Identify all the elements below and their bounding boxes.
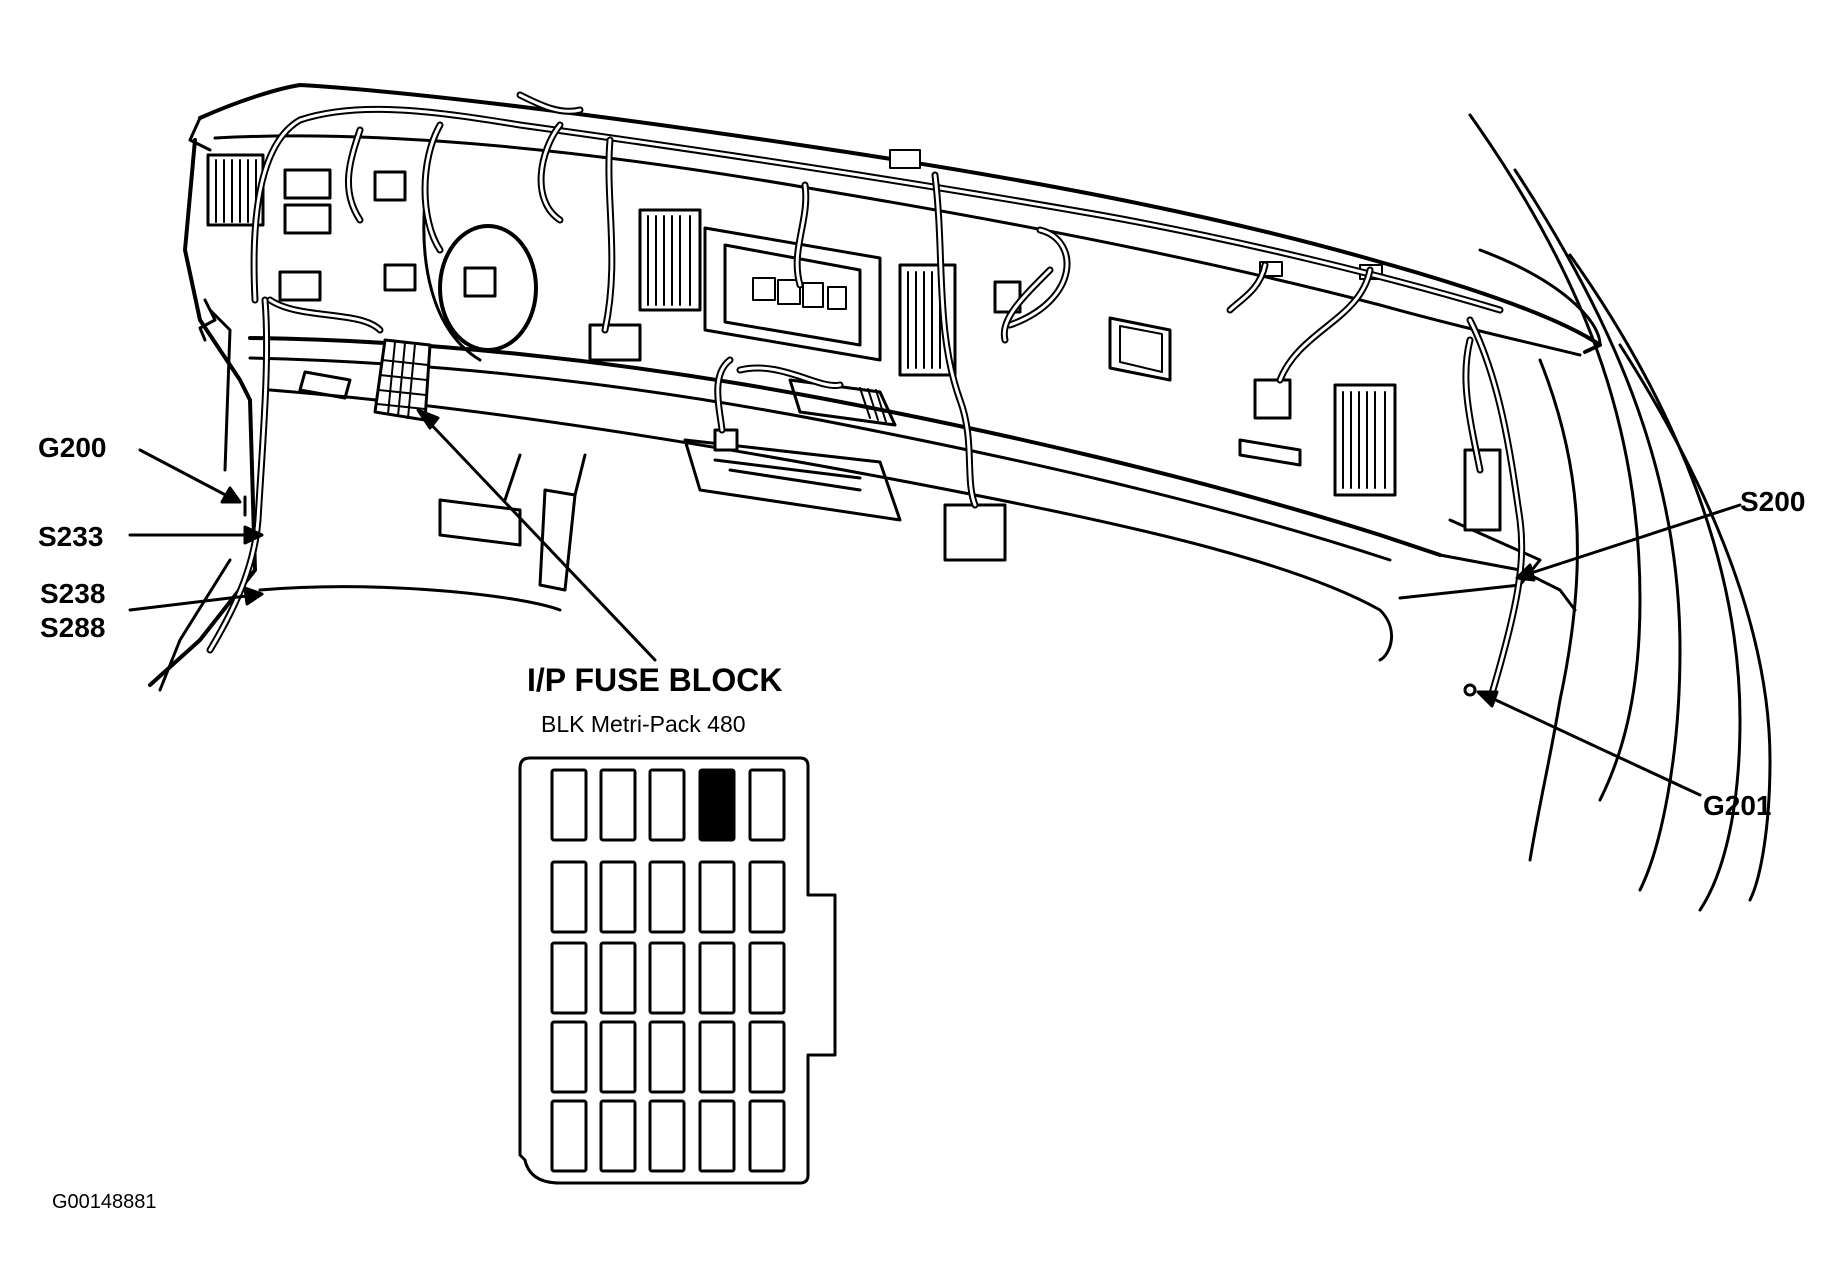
fuse-block-subtitle: BLK Metri-Pack 480 <box>541 711 746 737</box>
leader-lines <box>128 408 1742 797</box>
fuse-cell <box>698 1020 736 1094</box>
fuse-cells <box>550 768 786 1173</box>
fuse-cell <box>599 941 637 1015</box>
label-g201: G201 <box>1703 790 1772 821</box>
fuse-cell <box>748 860 786 934</box>
fuse-cell <box>648 860 686 934</box>
label-s238: S238 <box>40 578 106 609</box>
fuse-cell <box>550 1020 588 1094</box>
fuse-cell <box>748 1020 786 1094</box>
fuse-cell <box>550 1099 588 1173</box>
fuse-block-detail <box>518 756 837 1185</box>
fuse-cell <box>648 1020 686 1094</box>
wire-harness <box>206 91 1526 704</box>
fuse-cell <box>648 768 686 842</box>
fuse-cell <box>599 1020 637 1094</box>
label-s288: S288 <box>40 612 106 643</box>
fuse-cell <box>599 1099 637 1173</box>
fuse-cell-highlighted <box>698 768 736 842</box>
image-id: G00148881 <box>52 1191 157 1213</box>
fuse-cell <box>748 768 786 842</box>
fuse-cell <box>748 1099 786 1173</box>
fuse-cell <box>550 941 588 1015</box>
fuse-cell <box>599 768 637 842</box>
fuse-cell <box>698 860 736 934</box>
label-s233: S233 <box>38 521 104 552</box>
fuse-cell <box>698 1099 736 1173</box>
fuse-cell <box>648 1099 686 1173</box>
air-vents <box>206 153 1397 497</box>
fuse-cell <box>698 941 736 1015</box>
fuse-cell <box>748 941 786 1015</box>
label-g200: G200 <box>38 432 107 463</box>
label-s200: S200 <box>1740 486 1806 517</box>
fuse-block-icon <box>373 338 432 422</box>
dashboard-outline <box>183 83 1772 912</box>
fuse-block-title: I/P FUSE BLOCK <box>527 662 783 698</box>
fuse-cell <box>648 941 686 1015</box>
fuse-cell <box>550 768 588 842</box>
fuse-cell <box>599 860 637 934</box>
fuse-cell <box>550 860 588 934</box>
